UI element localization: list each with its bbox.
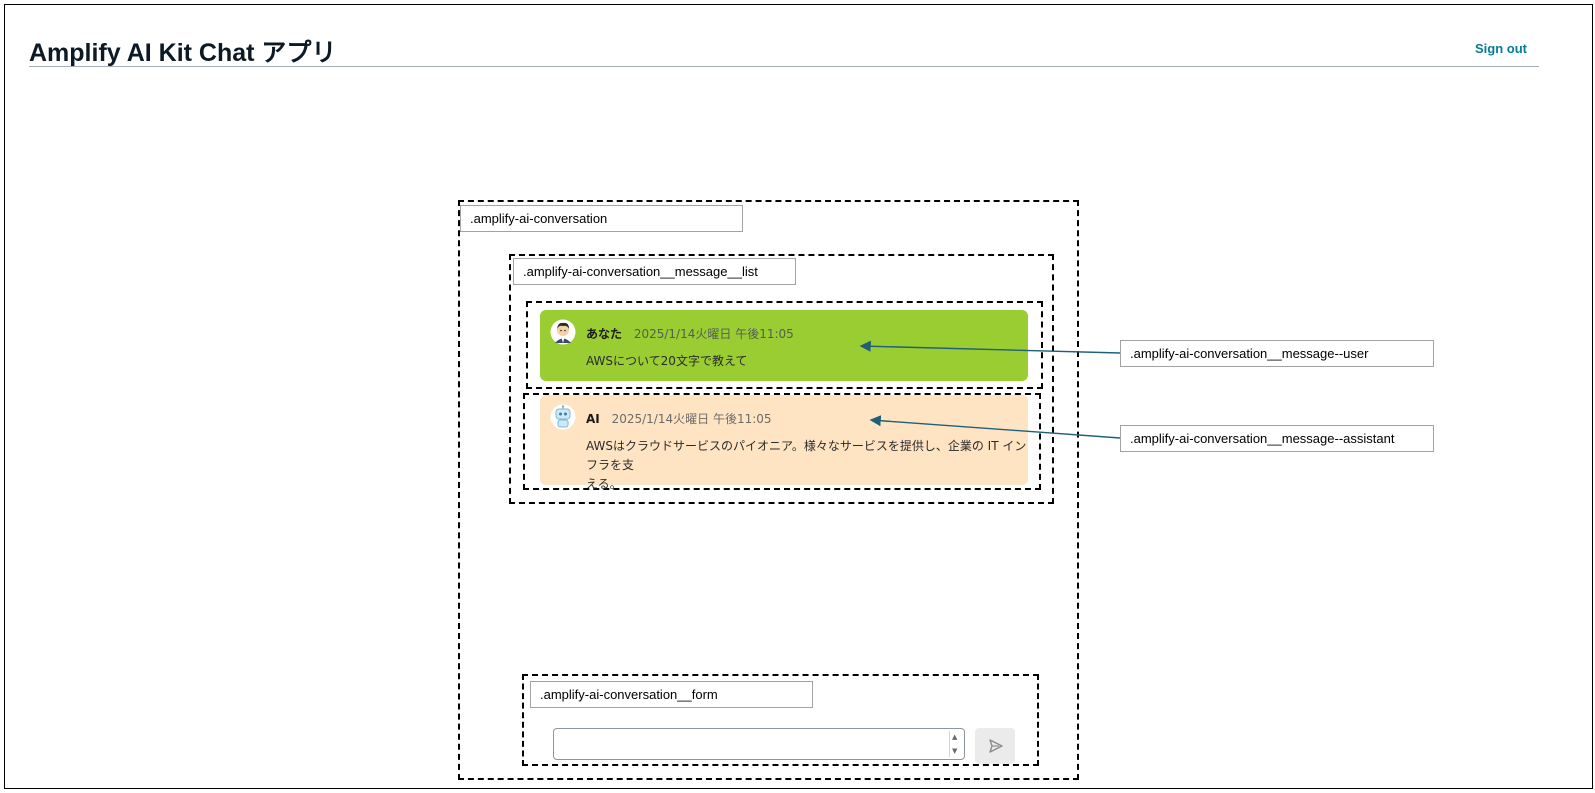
form-class-label: .amplify-ai-conversation__form: [530, 681, 813, 708]
user-name: あなた: [586, 327, 623, 341]
app-header: Amplify AI Kit Chat アプリ Sign out: [29, 30, 1539, 67]
user-message: あなた 2025/1/14火曜日 午後11:05 AWSについて20文字で教えて: [540, 310, 1028, 381]
assistant-message-text: AWSはクラウドサービスのパイオニア。様々なサービスを提供し、企業の IT イン…: [586, 437, 1028, 494]
assistant-name: AI: [586, 412, 600, 426]
user-message-header: あなた 2025/1/14火曜日 午後11:05: [586, 325, 794, 342]
message-input[interactable]: ▲ ▼: [553, 728, 965, 760]
assistant-message-line-1: AWSはクラウドサービスのパイオニア。様々なサービスを提供し、企業の IT イン…: [586, 439, 1027, 472]
conversation-outline: [458, 200, 1079, 780]
send-icon: [989, 739, 1003, 753]
send-button[interactable]: [975, 728, 1015, 764]
ai-robot-avatar-icon: [550, 404, 576, 430]
assistant-message-outline: [523, 393, 1041, 490]
assistant-timestamp: 2025/1/14火曜日 午後11:05: [611, 412, 772, 426]
user-message-text: AWSについて20文字で教えて: [586, 354, 748, 368]
sign-out-button[interactable]: Sign out: [1475, 41, 1527, 56]
assistant-message-line-2: える。: [586, 477, 622, 491]
user-message-outline: [526, 301, 1043, 389]
app-title: Amplify AI Kit Chat アプリ: [29, 39, 337, 67]
message-user-class-label: .amplify-ai-conversation__message--user: [1120, 340, 1434, 367]
input-scroll-arrows[interactable]: ▲ ▼: [949, 731, 962, 757]
user-avatar-icon: [550, 319, 576, 345]
message-list-outline: [509, 254, 1054, 504]
form-outline: [522, 674, 1039, 766]
assistant-message: AI 2025/1/14火曜日 午後11:05 AWSはクラウドサービスのパイオ…: [540, 395, 1028, 491]
message-list-class-label: .amplify-ai-conversation__message__list: [513, 258, 796, 285]
message-assistant-class-label: .amplify-ai-conversation__message--assis…: [1120, 425, 1434, 452]
assistant-message-header: AI 2025/1/14火曜日 午後11:05: [586, 410, 772, 427]
user-timestamp: 2025/1/14火曜日 午後11:05: [633, 327, 794, 341]
conversation-class-label: .amplify-ai-conversation: [460, 205, 743, 232]
screenshot-frame: [4, 4, 1593, 789]
